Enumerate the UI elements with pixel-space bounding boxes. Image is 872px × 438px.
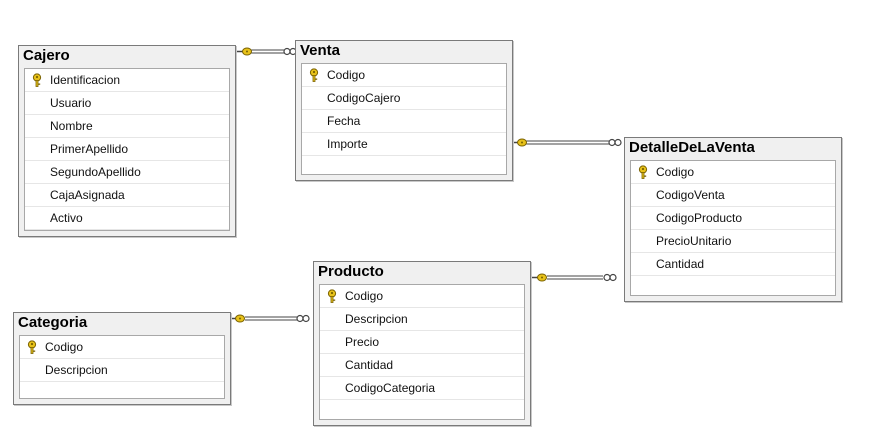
relationship-venta-detalle[interactable]: [513, 138, 622, 147]
column-name: Precio: [345, 335, 380, 349]
column-name: Descripcion: [345, 312, 408, 326]
key-end-icon: [235, 47, 252, 56]
column-name: Identificacion: [50, 73, 121, 87]
table-title[interactable]: Venta: [296, 41, 512, 61]
column-row[interactable]: CajaAsignada: [25, 184, 229, 207]
key-end-icon: [530, 273, 547, 282]
infinity-end-icon: [296, 314, 310, 323]
column-name: Cantidad: [656, 257, 705, 271]
column-row[interactable]: CodigoCajero: [302, 87, 506, 110]
column-row[interactable]: Descripcion: [20, 359, 224, 382]
column-row[interactable]: CodigoVenta: [631, 184, 835, 207]
key-icon: [309, 68, 319, 82]
column-row[interactable]: Cantidad: [320, 354, 524, 377]
column-row[interactable]: Descripcion: [320, 308, 524, 331]
relationship-cajero-venta[interactable]: [235, 47, 297, 56]
key-end-icon: [513, 138, 527, 147]
column-name: CodigoVenta: [656, 188, 725, 202]
column-row[interactable]: Codigo: [631, 161, 835, 184]
key-icon: [327, 289, 337, 303]
column-name: Codigo: [45, 340, 84, 354]
column-name: SegundoApellido: [50, 165, 141, 179]
column-name: Activo: [50, 211, 83, 225]
table-title[interactable]: Categoria: [14, 313, 230, 333]
column-row[interactable]: SegundoApellido: [25, 161, 229, 184]
column-row[interactable]: Cantidad: [631, 253, 835, 276]
column-name: PrecioUnitario: [656, 234, 732, 248]
column-name: Codigo: [656, 165, 695, 179]
column-row[interactable]: Identificacion: [25, 69, 229, 92]
column-row[interactable]: CodigoCategoria: [320, 377, 524, 400]
column-row[interactable]: Precio: [320, 331, 524, 354]
table-title[interactable]: Producto: [314, 262, 530, 282]
column-name: Cantidad: [345, 358, 394, 372]
key-icon: [32, 73, 42, 87]
infinity-end-icon: [603, 273, 617, 282]
column-row[interactable]: Activo: [25, 207, 229, 230]
relationship-categoria-producto[interactable]: [230, 314, 310, 323]
column-row[interactable]: Importe: [302, 133, 506, 156]
column-row[interactable]: Fecha: [302, 110, 506, 133]
column-name: Importe: [327, 137, 368, 151]
column-row[interactable]: CodigoProducto: [631, 207, 835, 230]
column-name: PrimerApellido: [50, 142, 129, 156]
column-row[interactable]: Codigo: [302, 64, 506, 87]
column-name: Fecha: [327, 114, 361, 128]
key-icon: [27, 340, 37, 354]
column-name: Codigo: [327, 68, 366, 82]
key-end-icon: [230, 314, 245, 323]
column-row[interactable]: PrimerApellido: [25, 138, 229, 161]
column-name: CodigoProducto: [656, 211, 743, 225]
column-name: Descripcion: [45, 363, 108, 377]
column-name: CodigoCajero: [327, 91, 401, 105]
table-title[interactable]: DetalleDeLaVenta: [625, 138, 841, 158]
column-name: Nombre: [50, 119, 93, 133]
column-name: Usuario: [50, 96, 92, 110]
key-icon: [638, 165, 648, 179]
column-row[interactable]: Usuario: [25, 92, 229, 115]
column-row[interactable]: Nombre: [25, 115, 229, 138]
column-row[interactable]: PrecioUnitario: [631, 230, 835, 253]
column-name: CajaAsignada: [50, 188, 125, 202]
column-name: Codigo: [345, 289, 384, 303]
infinity-end-icon: [608, 138, 622, 147]
column-row[interactable]: Codigo: [20, 336, 224, 359]
table-title[interactable]: Cajero: [19, 46, 235, 66]
column-row[interactable]: Codigo: [320, 285, 524, 308]
relationship-producto-detalle[interactable]: [530, 273, 617, 282]
column-name: CodigoCategoria: [345, 381, 436, 395]
